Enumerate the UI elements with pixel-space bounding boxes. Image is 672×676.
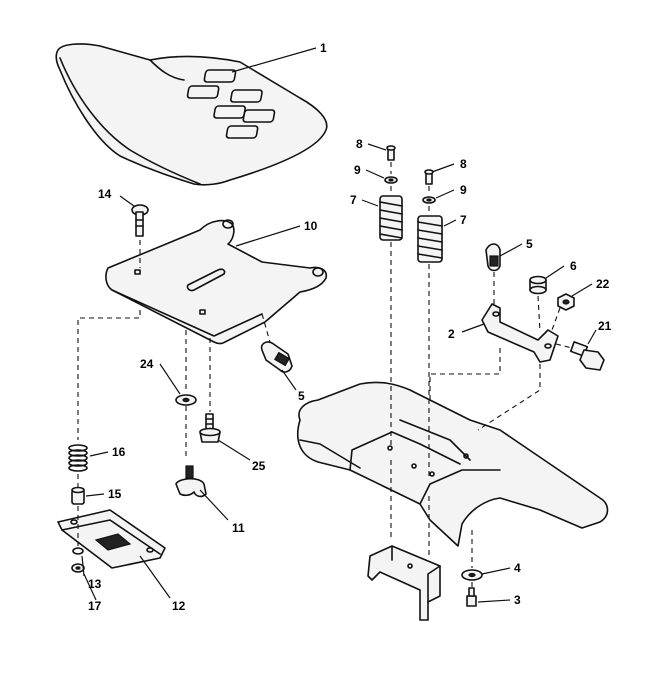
washer-24 (175, 394, 197, 406)
bushing-6 (529, 275, 547, 295)
callout-4: 4 (514, 561, 521, 575)
slide-rail (57, 509, 166, 569)
callout-21: 21 (598, 319, 612, 333)
bolt-8-right (424, 169, 434, 185)
bolt-21 (569, 341, 605, 371)
callout-8-right: 8 (460, 157, 467, 171)
callout-13: 13 (88, 577, 102, 591)
clip-right (485, 243, 501, 272)
bracket-2 (481, 303, 559, 363)
tractor-frame (296, 381, 609, 547)
assembly-lines (77, 162, 573, 588)
nut-22 (557, 293, 575, 311)
washer-17 (71, 563, 85, 573)
callout-12: 12 (172, 599, 186, 613)
spacer-15 (71, 486, 85, 505)
callout-17: 17 (88, 599, 102, 613)
clip-left (260, 341, 293, 373)
washer-9-right (422, 196, 436, 204)
callout-14: 14 (98, 187, 112, 201)
adjustment-knob (175, 465, 207, 498)
leader-lines (81, 47, 597, 603)
callout-7-left: 7 (350, 193, 357, 207)
washer-9-left (384, 176, 398, 184)
carriage-bolt (131, 204, 149, 237)
callout-5-left: 5 (298, 389, 305, 403)
spring-7-right (417, 215, 443, 263)
callout-2: 2 (448, 327, 455, 341)
bolt-25 (199, 413, 221, 443)
callout-24: 24 (140, 357, 154, 371)
bolt-3 (466, 587, 477, 607)
callout-10: 10 (304, 219, 318, 233)
callout-5-right: 5 (526, 237, 533, 251)
callout-labels: 1 10 14 8 9 7 8 9 7 5 6 22 2 21 5 24 25 … (88, 41, 612, 613)
callout-8-left: 8 (356, 137, 363, 151)
callout-15: 15 (108, 487, 122, 501)
washer-4 (461, 569, 483, 581)
nut-13 (72, 547, 84, 555)
callout-9-left: 9 (354, 163, 361, 177)
callout-6: 6 (570, 259, 577, 273)
callout-16: 16 (112, 445, 126, 459)
seat (55, 43, 328, 186)
seat-pan (105, 219, 328, 345)
spring-7-left (379, 195, 403, 241)
callout-1: 1 (320, 41, 327, 55)
callout-22: 22 (596, 277, 610, 291)
callout-11: 11 (232, 521, 245, 535)
bolt-8-left (386, 145, 396, 161)
spring-16 (68, 444, 88, 472)
callout-7-right: 7 (460, 213, 467, 227)
lower-bracket (367, 545, 441, 621)
callout-3: 3 (514, 593, 521, 607)
callout-9-right: 9 (460, 183, 467, 197)
callout-25: 25 (252, 459, 266, 473)
